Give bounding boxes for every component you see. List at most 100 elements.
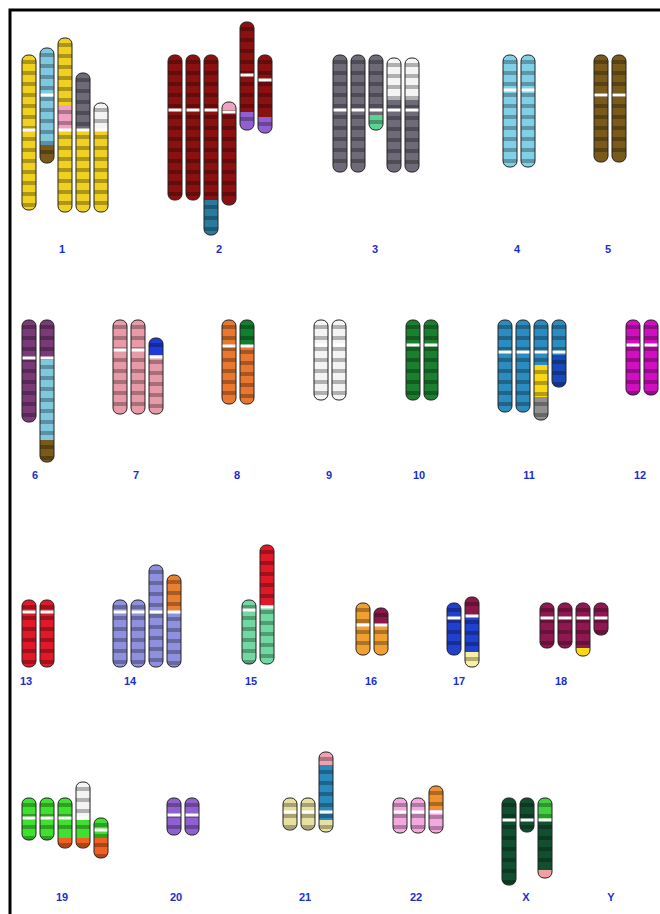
chromosome-outline	[356, 603, 370, 655]
chromosome-number: 19	[56, 892, 68, 903]
chromosome-band	[314, 369, 328, 373]
chromosome-band	[612, 148, 626, 152]
chromosome-outline	[258, 55, 272, 133]
chromosome-band	[76, 201, 90, 205]
chromosome-band	[186, 148, 200, 152]
paint-segment	[516, 320, 530, 412]
paint-segment	[283, 798, 297, 830]
chromosome-band	[40, 616, 54, 620]
chromosome-band	[405, 149, 419, 153]
centromere	[94, 829, 108, 832]
paint-segment	[131, 600, 145, 667]
centromere	[503, 89, 517, 92]
chromosome-band	[594, 82, 608, 86]
chromosome-body	[333, 55, 347, 172]
chromosome-band	[552, 347, 566, 351]
chromosome-number: 7	[133, 470, 139, 481]
chromosome-band	[374, 641, 388, 645]
chromosome-band	[222, 325, 236, 329]
centromere	[465, 615, 479, 618]
chromosome-band	[406, 325, 420, 329]
paint-segment	[40, 600, 54, 667]
chromosome-number: 17	[453, 676, 465, 687]
chromosome	[222, 102, 236, 205]
chromosome-body	[351, 55, 365, 172]
chromosome-band	[502, 836, 516, 840]
paint-segment	[503, 55, 517, 167]
centromere	[76, 129, 90, 132]
paint-segment	[534, 397, 548, 420]
chromosome-band	[351, 60, 365, 64]
chromosome-band	[22, 192, 36, 196]
chromosome-band	[319, 814, 333, 818]
chromosome-band	[465, 642, 479, 646]
paint-segment	[40, 145, 54, 163]
chromosome-body	[626, 320, 640, 395]
chromosome-band	[552, 336, 566, 340]
chromosome-body	[22, 600, 36, 667]
chromosome-number: 2	[216, 244, 222, 255]
chromosome-outline	[131, 600, 145, 667]
chromosome	[387, 58, 401, 172]
chromosome-band	[204, 205, 218, 209]
chromosome-band	[552, 360, 566, 364]
chromosome-body	[40, 48, 54, 163]
chromosome	[594, 603, 608, 635]
chromosome	[40, 798, 54, 840]
chromosome-band	[576, 619, 590, 623]
chromosome-band	[58, 110, 72, 114]
chromosome-band	[351, 126, 365, 130]
chromosome-body	[240, 22, 254, 130]
chromosome-body	[131, 600, 145, 667]
chromosome-band	[301, 814, 315, 818]
chromosome-band	[113, 649, 127, 653]
paint-segment	[58, 130, 72, 212]
paint-segment	[40, 440, 54, 462]
centromere	[521, 89, 535, 92]
chromosome-band	[113, 325, 127, 329]
chromosome-outline	[204, 55, 218, 235]
chromosome-band	[222, 358, 236, 362]
chromosome-band	[149, 636, 163, 640]
chromosome-body	[411, 798, 425, 833]
chromosome-band	[369, 82, 383, 86]
chromosome-band	[424, 336, 438, 340]
chromosome-body	[644, 320, 658, 395]
centromere	[319, 811, 333, 814]
chromosome-band	[552, 325, 566, 329]
chromosome-band	[40, 660, 54, 664]
chromosome-outline	[22, 55, 36, 210]
chromosome-band	[22, 159, 36, 163]
chromosome-band	[76, 798, 90, 802]
chromosome	[260, 545, 274, 664]
centromere	[576, 617, 590, 620]
centromere	[552, 351, 566, 354]
chromosome-band	[40, 420, 54, 424]
chromosome-outline	[351, 55, 365, 172]
chromosome-outline	[40, 320, 54, 462]
chromosome-body	[167, 575, 181, 667]
paint-segment	[94, 130, 108, 212]
centromere	[498, 351, 512, 354]
chromosome-band	[314, 347, 328, 351]
paint-segment	[387, 58, 401, 100]
chromosome-outline	[576, 603, 590, 656]
chromosome-band	[22, 825, 36, 829]
chromosome-band	[503, 71, 517, 75]
chromosome-band	[332, 347, 346, 351]
chromosome-band	[40, 75, 54, 79]
chromosome-number: 6	[32, 470, 38, 481]
chromosome-body	[113, 320, 127, 414]
paint-segment	[204, 200, 218, 235]
chromosome-body	[58, 38, 72, 212]
paint-segment	[405, 100, 419, 172]
chromosome-band	[113, 347, 127, 351]
chromosome-band	[131, 638, 145, 642]
chromosome-outline	[374, 608, 388, 655]
paint-segment	[167, 798, 181, 835]
chromosome-band	[333, 60, 347, 64]
chromosome	[424, 320, 438, 400]
paint-segment	[113, 600, 127, 667]
chromosome-band	[204, 181, 218, 185]
